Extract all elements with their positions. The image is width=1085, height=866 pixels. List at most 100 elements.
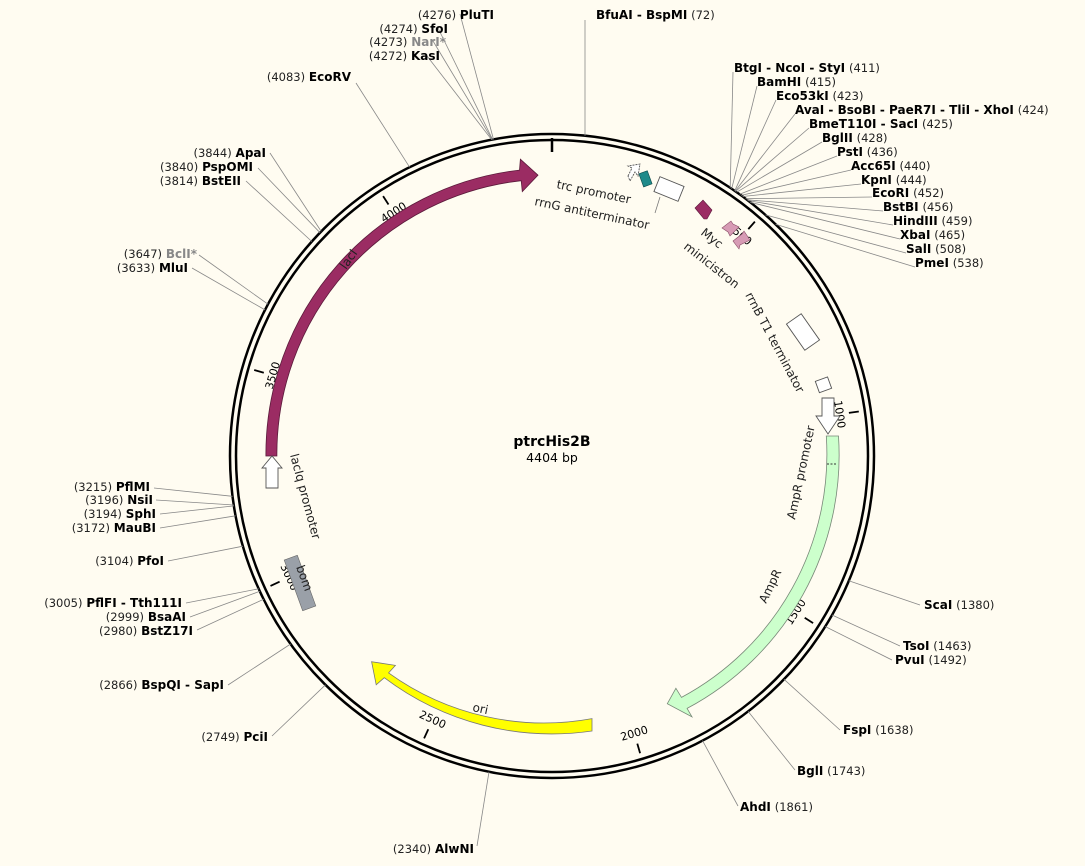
site-label-39[interactable]: PvuI (1492) <box>895 653 967 667</box>
site-label-1[interactable]: (4274) SfoI <box>379 22 448 36</box>
trc-promoter-arrow[interactable] <box>626 163 641 183</box>
site-leader-24 <box>734 99 777 192</box>
site-label-0[interactable]: (4276) PluTI <box>418 8 494 22</box>
plasmid-length: 4404 bp <box>526 450 578 465</box>
site-label-6[interactable]: (3840) PspOMI <box>160 160 253 174</box>
site-leader-5 <box>269 152 322 232</box>
site-label-26[interactable]: BmeT110I - SacI (425) <box>809 117 953 131</box>
site-label-9[interactable]: (3633) MluI <box>117 261 188 275</box>
site-label-3[interactable]: (4272) KasI <box>369 49 440 63</box>
tick-mark-1000 <box>848 410 859 414</box>
site-label-30[interactable]: KpnI (444) <box>861 173 927 187</box>
site-leader-28 <box>739 155 838 195</box>
site-leader-16 <box>189 590 260 618</box>
site-leader-12 <box>159 505 234 515</box>
site-leader-29 <box>741 169 852 196</box>
site-label-29[interactable]: Acc65I (440) <box>851 159 930 173</box>
site-label-15[interactable]: (3005) PflFI - Tth111I <box>44 596 182 610</box>
tick-mark-4000 <box>382 195 390 205</box>
AmpR-label: AmpR <box>756 567 784 605</box>
site-label-42[interactable]: AhdI (1861) <box>740 800 813 814</box>
site-label-37[interactable]: ScaI (1380) <box>924 598 994 612</box>
site-label-11[interactable]: (3196) NsiI <box>85 493 153 507</box>
site-label-5[interactable]: (3844) ApaI <box>193 146 266 160</box>
trc-box[interactable] <box>638 170 653 188</box>
site-label-12[interactable]: (3194) SphI <box>84 507 156 521</box>
site-leader-6 <box>257 167 321 233</box>
bom-box[interactable] <box>283 554 317 612</box>
site-leader-2 <box>432 40 493 140</box>
site-label-17[interactable]: (2980) BstZ17I <box>99 624 193 638</box>
AmpR-promoter-label: AmpR promoter <box>784 424 818 520</box>
site-label-40[interactable]: FspI (1638) <box>843 723 913 737</box>
AmpR-arrow[interactable] <box>666 435 840 718</box>
plasmid-name: ptrcHis2B <box>513 434 590 450</box>
site-label-14[interactable]: (3104) PfoI <box>95 554 164 568</box>
site-label-31[interactable]: EcoRI (452) <box>872 186 944 200</box>
backbone <box>228 132 876 780</box>
site-label-34[interactable]: XbaI (465) <box>900 228 965 242</box>
site-label-23[interactable]: BamHI (415) <box>757 75 836 89</box>
site-label-8[interactable]: (3647) BclI* <box>124 247 198 261</box>
site-label-32[interactable]: BstBI (456) <box>883 200 953 214</box>
minicistron-arrow-1[interactable] <box>721 220 740 237</box>
site-label-10[interactable]: (3215) PflMI <box>74 480 150 494</box>
site-leader-30 <box>742 183 862 197</box>
site-leader-40 <box>783 679 841 731</box>
tick-mark-1500 <box>804 616 814 624</box>
tick-mark-3000 <box>270 580 280 587</box>
site-label-27[interactable]: BglII (428) <box>822 131 888 145</box>
site-label-13[interactable]: (3172) MauBI <box>72 521 156 535</box>
site-label-38[interactable]: TsoI (1463) <box>903 639 972 653</box>
site-leader-0 <box>459 13 494 140</box>
site-leader-31 <box>745 196 873 200</box>
site-label-19[interactable]: (2749) PciI <box>201 730 268 744</box>
site-label-41[interactable]: BglI (1743) <box>797 764 865 778</box>
site-leader-25 <box>734 113 796 192</box>
lacIq-promoter-arrow[interactable] <box>261 455 283 489</box>
site-label-28[interactable]: PstI (436) <box>837 145 898 159</box>
lacI-arrow[interactable] <box>265 158 539 457</box>
site-label-35[interactable]: SalI (508) <box>906 242 966 256</box>
AmpR-promoter-arrow[interactable] <box>815 397 841 435</box>
rrnG-antiterminator-label: rrnG antiterminator <box>533 194 650 232</box>
site-leader-41 <box>747 711 796 771</box>
site-label-22[interactable]: BtgI - NcoI - StyI (411) <box>734 61 880 75</box>
lacIq-promoter-label: lacIq promoter <box>287 452 323 541</box>
site-label-16[interactable]: (2999) BsaAI <box>106 610 186 624</box>
minicistron-label: minicistron <box>681 239 742 291</box>
site-label-18[interactable]: (2866) BspQI - SapI <box>99 678 224 692</box>
site-leader-3 <box>426 55 493 140</box>
site-leader-14 <box>167 545 243 562</box>
site-leader-11 <box>155 499 234 506</box>
site-leader-33 <box>748 200 894 226</box>
site-leader-7 <box>245 180 313 242</box>
site-label-7[interactable]: (3814) BstEII <box>160 174 241 188</box>
minicistron-arrow-2[interactable] <box>732 230 751 250</box>
site-leader-15 <box>185 588 259 604</box>
site-label-24[interactable]: Eco53kI (423) <box>776 89 863 103</box>
myc-label: Myc <box>698 225 726 251</box>
site-leader-34 <box>750 201 901 240</box>
site-leader-19 <box>271 684 326 737</box>
rrnB-T1-box[interactable] <box>785 313 821 351</box>
site-label-20[interactable]: (2340) AlwNI <box>393 842 474 856</box>
site-label-25[interactable]: AvaI - BsoBI - PaeR7I - TliI - XhoI (424… <box>795 103 1049 117</box>
site-leader-8 <box>198 254 269 305</box>
site-label-4[interactable]: (4083) EcoRV <box>267 70 352 84</box>
site-label-21[interactable]: BfuAI - BspMI (72) <box>596 8 715 22</box>
ori-arrow[interactable] <box>371 661 593 735</box>
site-label-2[interactable]: (4273) NarI* <box>369 35 447 49</box>
site-leader-39 <box>825 626 893 661</box>
site-leader-32 <box>746 199 884 212</box>
site-label-33[interactable]: HindIII (459) <box>893 214 972 228</box>
restriction-site-labels: (4276) PluTI(4274) SfoI(4273) NarI*(4272… <box>44 8 1048 856</box>
rrnG-box[interactable] <box>653 176 685 202</box>
rrnB-T1-small-box[interactable] <box>814 376 833 394</box>
site-leader-9 <box>191 267 266 311</box>
tick-mark-2000 <box>636 743 641 754</box>
myc-arrow[interactable] <box>694 199 713 220</box>
tick-mark-2500 <box>423 728 430 739</box>
site-label-36[interactable]: PmeI (538) <box>915 256 984 270</box>
site-leader-1 <box>437 27 493 140</box>
